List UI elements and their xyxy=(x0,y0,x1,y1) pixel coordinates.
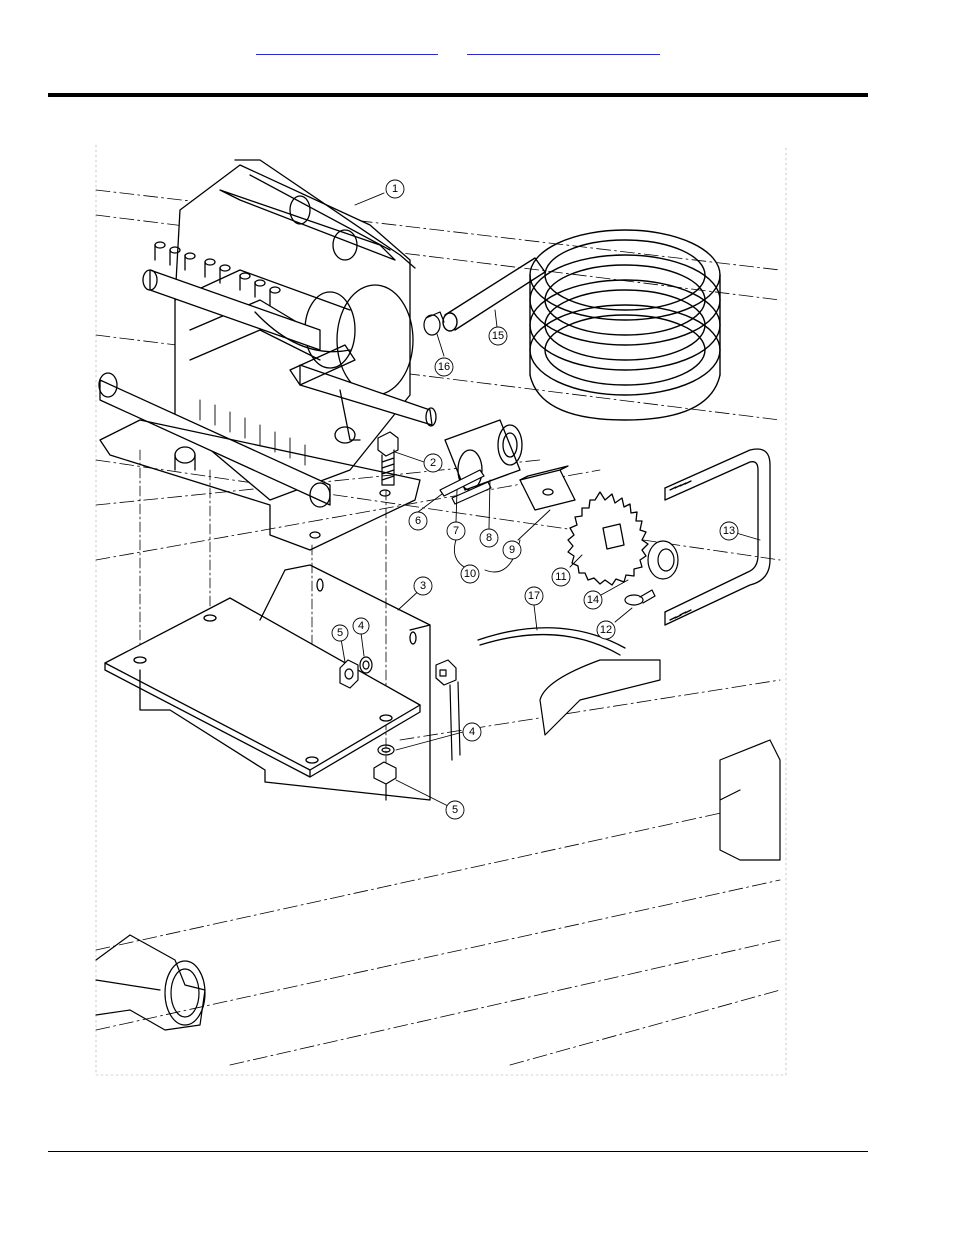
callout-2: 2 xyxy=(430,457,436,469)
callout-9: 9 xyxy=(509,544,515,556)
lynch-pin xyxy=(625,590,655,605)
hose-clamp xyxy=(424,312,444,335)
shaft-adapter xyxy=(520,466,575,510)
callout-14: 14 xyxy=(587,594,599,606)
toolbar-frame xyxy=(96,660,780,1030)
callout-5a: 5 xyxy=(337,627,343,639)
callout-1: 1 xyxy=(392,183,398,195)
callout-4a: 4 xyxy=(358,620,364,632)
washer xyxy=(648,541,678,579)
u-bolt xyxy=(665,449,770,625)
callout-15: 15 xyxy=(492,330,504,342)
callout-4b: 4 xyxy=(469,726,475,738)
metering-unit xyxy=(99,160,436,550)
callout-5b: 5 xyxy=(452,804,458,816)
callout-6: 6 xyxy=(415,515,421,527)
connector xyxy=(436,660,460,760)
bolt xyxy=(378,432,398,485)
coupler xyxy=(445,420,522,490)
callout-13: 13 xyxy=(723,525,735,537)
sprocket xyxy=(568,492,648,585)
callout-16: 16 xyxy=(438,361,450,373)
callout-12: 12 xyxy=(600,624,612,636)
callout-11: 11 xyxy=(555,571,566,583)
callout-10: 10 xyxy=(464,568,476,580)
callout-17: 17 xyxy=(528,590,540,602)
callout-8: 8 xyxy=(486,532,492,544)
callout-3: 3 xyxy=(420,580,426,592)
footer-rule xyxy=(48,1151,868,1152)
callout-7: 7 xyxy=(453,525,459,537)
